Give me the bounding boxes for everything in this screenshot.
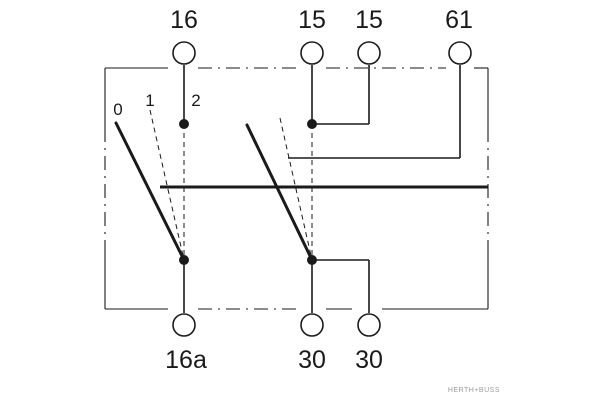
right-switch-lever: [245, 123, 314, 262]
terminal-30-a-circle: [300, 313, 324, 337]
terminal-61-circle: [448, 41, 472, 65]
left-switch: [114, 65, 189, 313]
right-contact-node: [307, 119, 317, 129]
left-contact-2-node: [179, 119, 189, 129]
position-label-2: 2: [191, 91, 200, 110]
terminal-label-30-a: 30: [298, 346, 326, 374]
terminal-label-61: 61: [445, 6, 473, 34]
terminal-15-a-circle: [300, 41, 324, 65]
terminal-label-30-b: 30: [355, 346, 383, 374]
left-pivot-node: [179, 255, 189, 265]
terminal-16-circle: [172, 41, 196, 65]
terminal-label-16: 16: [170, 6, 198, 34]
right-switch: [245, 65, 461, 313]
terminal-15-b-circle: [357, 41, 381, 65]
terminal-30-b-circle: [357, 313, 381, 337]
terminal-16a-circle: [172, 313, 196, 337]
housing-frame: [104, 67, 489, 310]
position-label-1: 1: [145, 91, 154, 110]
terminal-label-15-b: 15: [355, 6, 383, 34]
position-label-0: 0: [113, 100, 122, 119]
terminal-label-16a: 16a: [165, 346, 207, 374]
left-switch-lever: [114, 121, 186, 262]
terminal-label-15-a: 15: [298, 6, 326, 34]
right-pivot-node: [307, 255, 317, 265]
brand-watermark: HERTH+BUSS: [448, 387, 500, 394]
